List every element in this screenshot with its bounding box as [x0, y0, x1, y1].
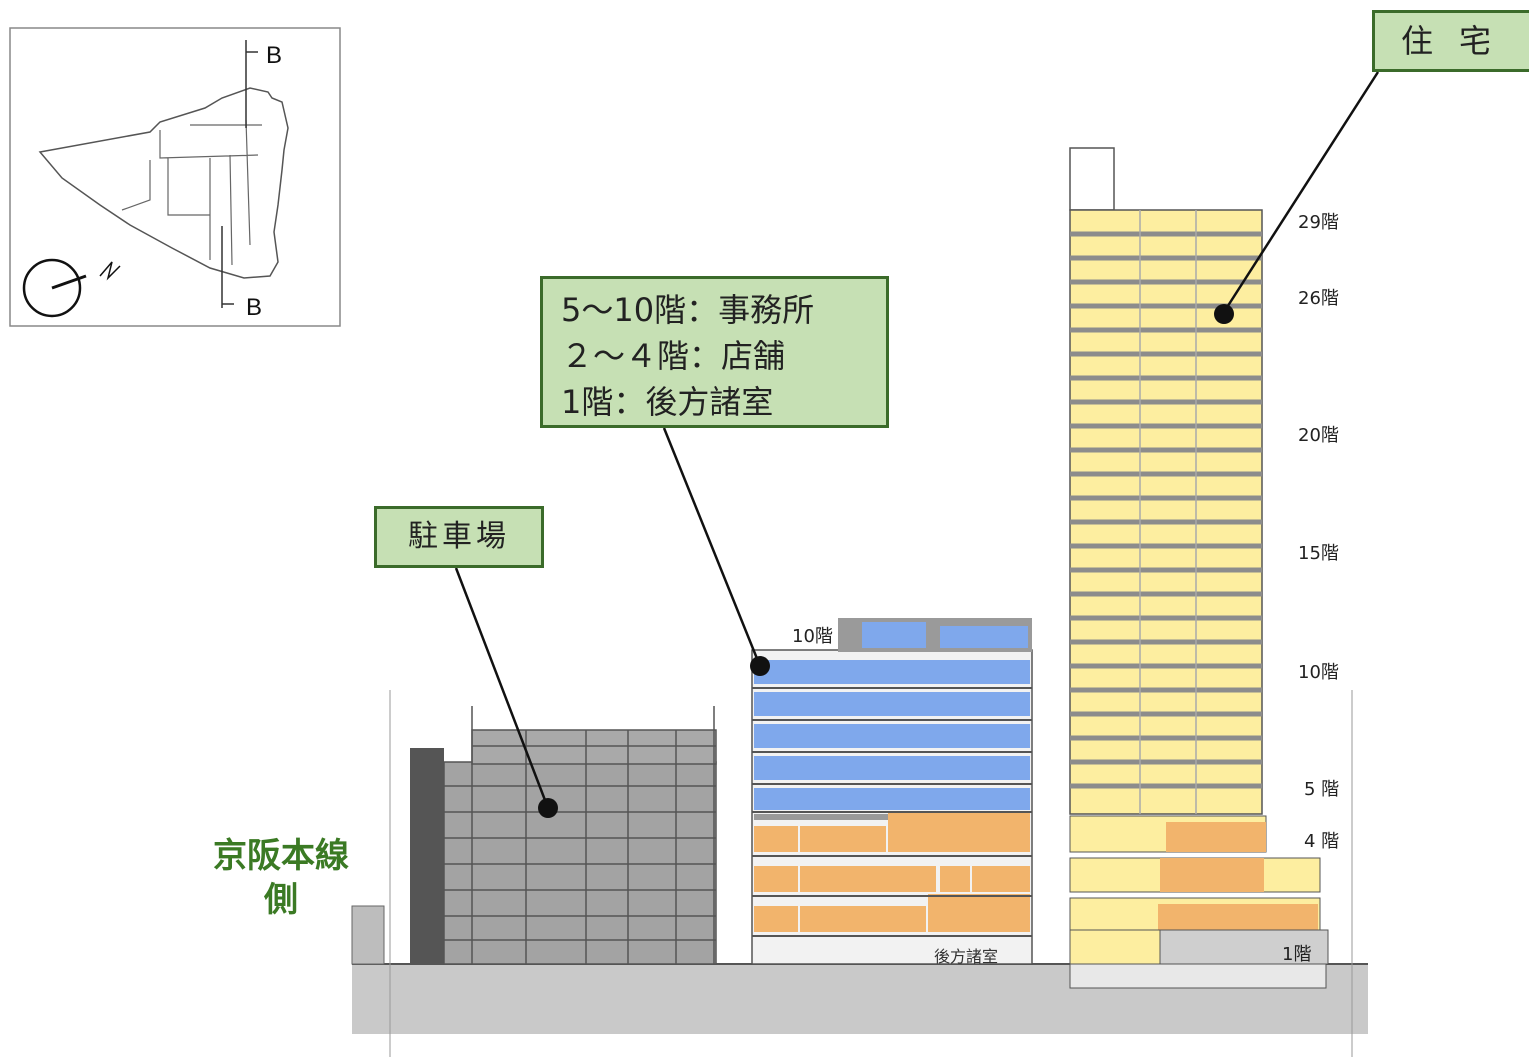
side-label-line-1: 京阪本線 — [213, 836, 349, 876]
parking-dot — [538, 798, 558, 818]
tower-floor-15: 15階 — [1298, 543, 1339, 564]
housing-dot — [1214, 304, 1234, 324]
leader-lines — [454, 71, 1380, 809]
tower-floor-5: 5 階 — [1304, 779, 1340, 800]
callout-housing: 住宅 — [1372, 10, 1529, 72]
callout-office: 5～10階：事務所 ２～４階：店舗 1階：後方諸室 — [540, 276, 889, 428]
office-top-floor-label: 10階 — [792, 626, 833, 647]
tower-floor-4: 4 階 — [1304, 831, 1340, 852]
section-mark-top: B — [266, 42, 283, 69]
tower-floor-26: 26階 — [1298, 288, 1339, 309]
callout-office-line-2: ２～４階：店舗 — [561, 337, 786, 375]
key-plan — [9, 27, 341, 327]
key-plan-outline — [38, 87, 289, 279]
side-label-line-2: 側 — [264, 880, 298, 920]
residential-tower — [1069, 147, 1329, 989]
office-dot — [750, 656, 770, 676]
office-building — [751, 618, 1033, 965]
callout-parking: 駐車場 — [374, 506, 544, 568]
tower-floor-10: 10階 — [1298, 662, 1339, 683]
tower-floor-29: 29階 — [1298, 212, 1339, 233]
tower-floor-20: 20階 — [1298, 425, 1339, 446]
section-mark-bottom: B — [246, 294, 263, 321]
callout-office-line-1: 5～10階：事務所 — [561, 291, 815, 329]
callout-office-line-3: 1階：後方諸室 — [561, 383, 774, 421]
side-label: 京阪本線 側 — [196, 834, 366, 922]
parking-building — [410, 706, 717, 965]
office-room-label: 後方諸室 — [934, 947, 999, 966]
tower-floor-1: 1階 — [1282, 944, 1312, 965]
